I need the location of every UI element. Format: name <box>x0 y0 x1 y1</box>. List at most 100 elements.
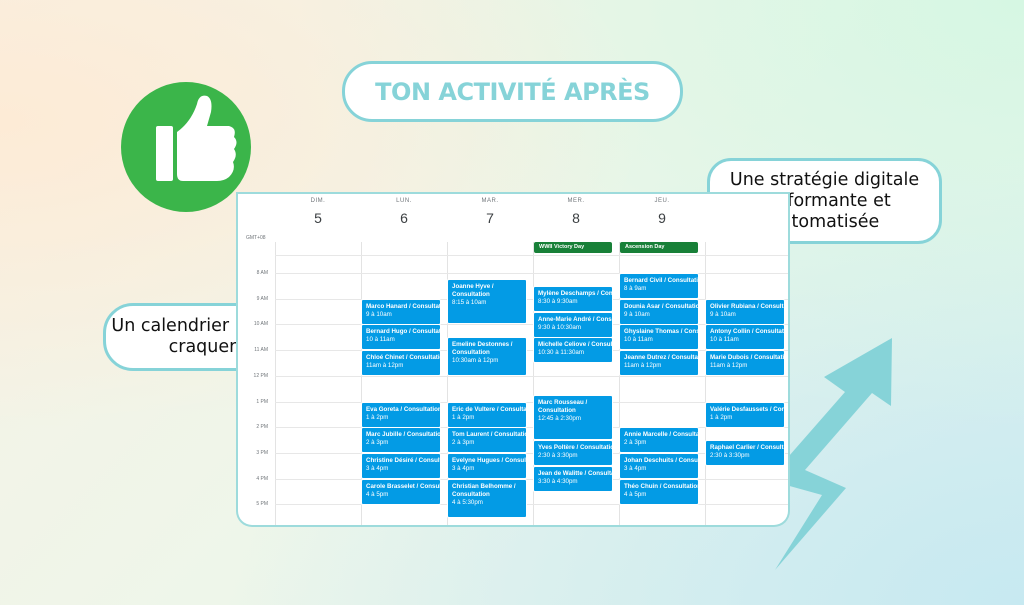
event-title: Emeline Destonnes / Consultation <box>452 341 513 356</box>
event-title: Jean de Walitte / Consultation <box>538 470 612 477</box>
event-title: Jeanne Dutrez / Consultation <box>624 354 698 361</box>
event-title: Valérie Desfaussets / Consultation <box>710 406 785 413</box>
event-title: Carole Brasselet / Consultation <box>366 483 441 490</box>
calendar-event[interactable]: Johan Deschuits / Consultation3 à 4pm <box>619 453 699 479</box>
thumbs-up-icon <box>156 95 237 181</box>
hour-line <box>275 504 788 505</box>
event-time: 1 à 2pm <box>452 414 475 421</box>
day-header[interactable]: MAR.7 <box>447 192 533 226</box>
event-time: 8 à 9am <box>624 285 647 292</box>
event-time: 9 à 10am <box>624 311 650 318</box>
day-header[interactable]: DIM.5 <box>275 192 361 226</box>
event-time: 1 à 2pm <box>366 414 389 421</box>
event-title: Annie Marcelle / Consultation <box>624 431 699 438</box>
day-header[interactable] <box>705 192 788 198</box>
card-border <box>238 192 788 194</box>
event-title: Christian Belhomme / Consultation <box>452 483 516 498</box>
event-time: 8:15 à 10am <box>452 299 487 306</box>
event-title: Théo Chuin / Consultation <box>624 483 699 490</box>
event-title: Tom Laurent / Consultation <box>452 431 527 438</box>
day-date: 9 <box>658 210 666 226</box>
hour-line <box>275 273 788 274</box>
page-title: TON ACTIVITÉ APRÈS <box>375 77 650 106</box>
event-time: 3 à 4pm <box>366 465 389 472</box>
hour-label: 9 AM <box>256 296 268 302</box>
event-time: 4 à 5pm <box>624 491 647 498</box>
day-header[interactable]: JEU. 9 <box>619 192 705 226</box>
column-divider <box>533 242 534 525</box>
event-time: 2:30 à 3:30pm <box>710 452 750 459</box>
event-time: 2 à 3pm <box>452 439 475 446</box>
day-date: 8 <box>572 210 580 226</box>
calendar-event[interactable]: Christine Désiré / Consultation3 à 4pm <box>361 453 441 479</box>
column-divider <box>275 242 276 525</box>
event-title: Joanne Hyve / Consultation <box>452 283 494 298</box>
event-time: 10:30 à 11:30am <box>538 349 584 356</box>
hour-line <box>275 402 788 403</box>
event-time: 4 à 5:30pm <box>452 499 483 506</box>
event-title: Yves Poltère / Consultation <box>538 444 613 451</box>
event-time: 9 à 10am <box>710 311 736 318</box>
day-name: MAR. <box>481 198 499 204</box>
event-time: 11am à 12pm <box>710 362 748 369</box>
event-title: Marc Jubille / Consultation <box>366 431 441 438</box>
event-time: 10 à 11am <box>624 336 653 343</box>
event-time: 11am à 12pm <box>366 362 404 369</box>
event-title: Raphael Carlier / Consultation <box>710 444 784 451</box>
hour-label: 3 PM <box>256 450 268 456</box>
all-day-event[interactable]: Ascension Day <box>620 242 698 253</box>
event-title: Michelle Celiove / Consultation <box>538 341 613 348</box>
hour-label: 11 AM <box>254 347 268 353</box>
hour-line <box>275 376 788 377</box>
event-time: 1 à 2pm <box>710 414 733 421</box>
event-title: Eric de Vultere / Consultation <box>452 406 527 413</box>
event-title: Marco Hanard / Consultation <box>366 303 441 310</box>
day-header[interactable]: LUN.6 <box>361 192 447 226</box>
thumb-badge <box>121 82 251 212</box>
day-name: JEU. <box>654 198 670 204</box>
event-title: Evelyne Hugues / Consultation <box>452 457 526 464</box>
hour-label: 4 PM <box>256 476 268 482</box>
event-time: 10 à 11am <box>366 336 395 343</box>
hour-line <box>275 427 788 428</box>
event-time: 10:30am à 12pm <box>452 357 499 364</box>
hour-line <box>275 299 788 300</box>
calendar-event[interactable]: Jean de Walitte / Consultation3:30 à 4:3… <box>533 466 613 492</box>
all-day-event[interactable]: WWII Victory Day <box>534 242 612 253</box>
day-date: 6 <box>400 210 408 226</box>
day-header[interactable]: MER.8 <box>533 192 619 226</box>
calendar-event[interactable]: Evelyne Hugues / Consultation3 à 4pm <box>447 453 527 479</box>
event-time: 2:30 à 3:30pm <box>538 452 578 459</box>
event-time: 10 à 11am <box>710 336 739 343</box>
event-title: Christine Désiré / Consultation <box>366 457 440 464</box>
hour-label: 12 PM <box>253 373 268 379</box>
